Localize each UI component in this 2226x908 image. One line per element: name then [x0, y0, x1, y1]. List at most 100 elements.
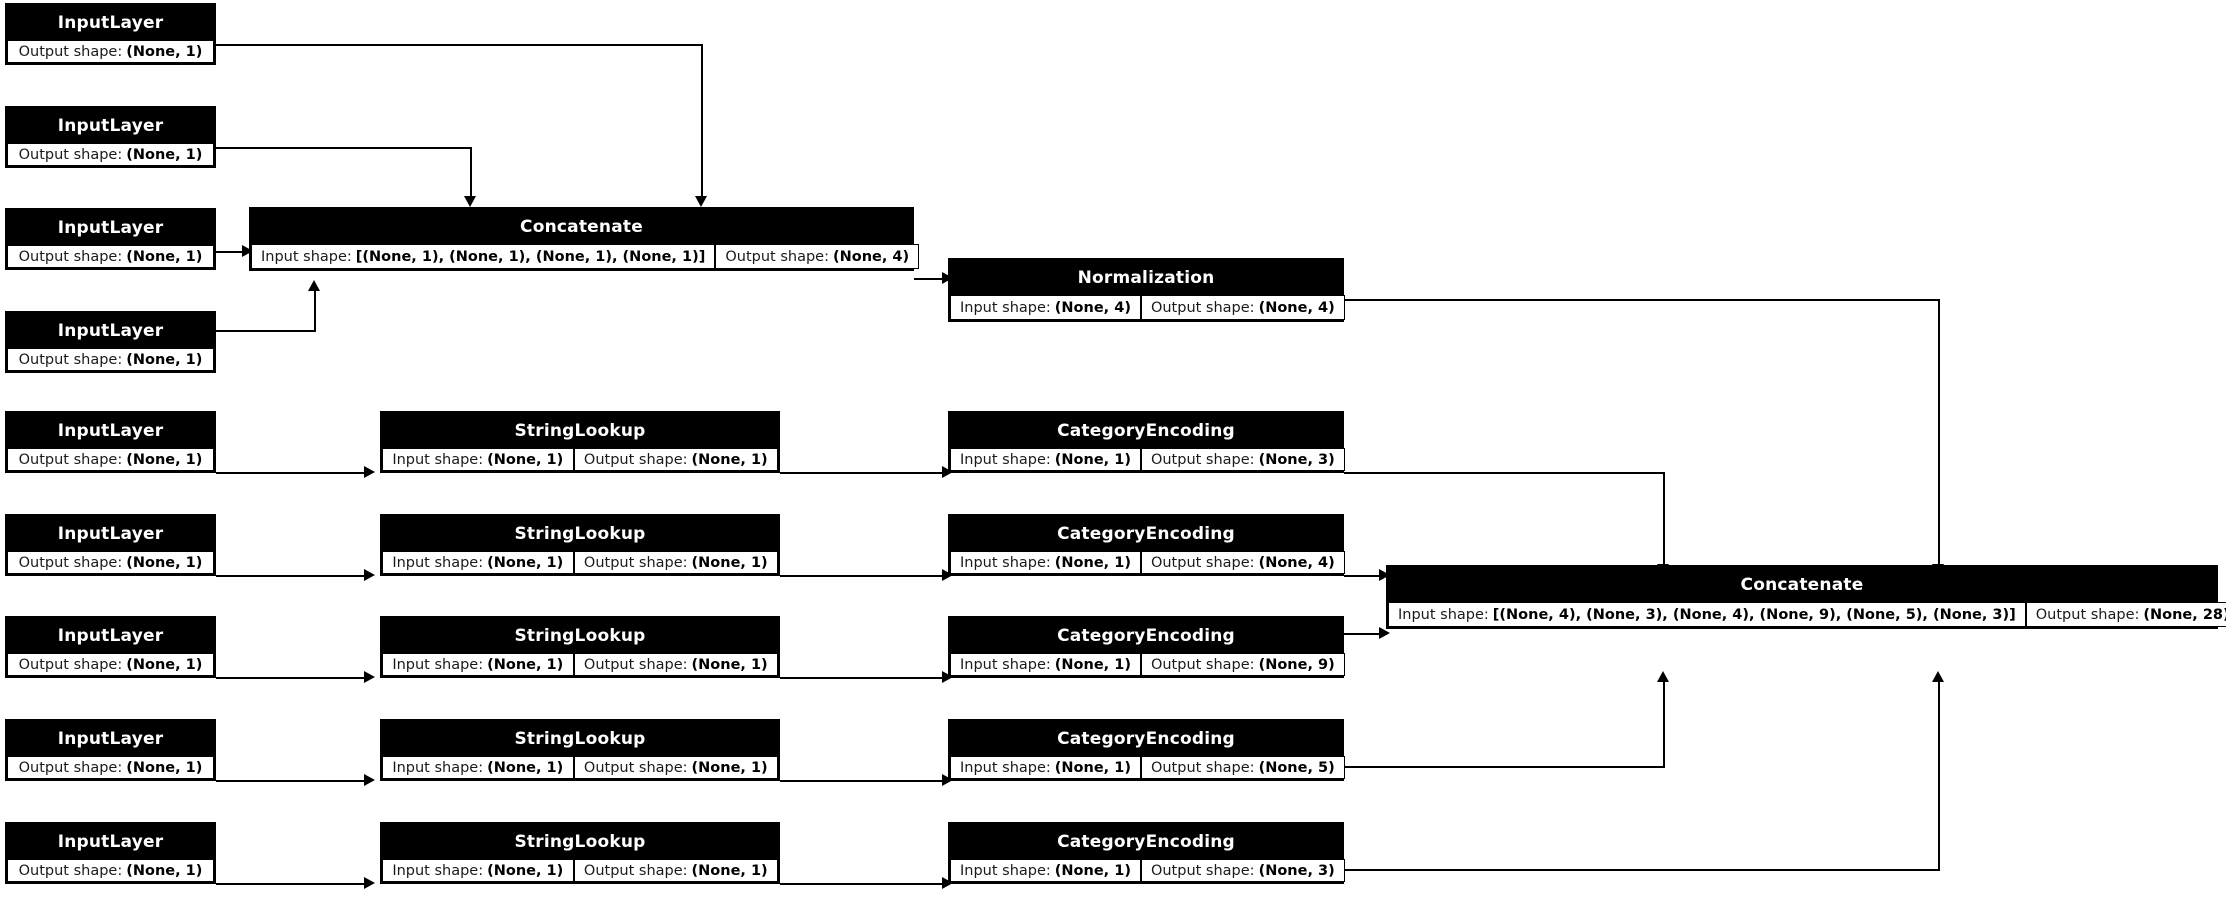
- node-title: CategoryEncoding: [950, 516, 1342, 551]
- output-shape-value: (None, 9): [1258, 656, 1335, 673]
- input-shape-label: Input shape:: [960, 451, 1051, 468]
- output-shape-cell: Output shape:(None, 1): [7, 245, 214, 268]
- node-title: InputLayer: [7, 413, 214, 448]
- arrowhead-row3-lookup: [364, 671, 375, 683]
- input-shape-cell: Input shape:(None, 1): [950, 653, 1141, 676]
- node-input-numeric-1[interactable]: InputLayer Output shape:(None, 1): [5, 3, 216, 65]
- node-body: Input shape:(None, 1) Output shape:(None…: [382, 551, 779, 574]
- arrowhead-row1-encoding: [942, 466, 953, 478]
- arrowhead-input3: [242, 245, 253, 257]
- edge-concat-to-norm: [914, 278, 947, 280]
- output-shape-label: Output shape:: [1150, 759, 1255, 776]
- node-title: InputLayer: [7, 824, 214, 859]
- output-shape-value: (None, 1): [126, 451, 203, 468]
- output-shape-cell: Output shape:(None, 1): [7, 448, 214, 471]
- arrowhead-row5-concat: [1932, 671, 1944, 682]
- input-shape-cell: Input shape:(None, 4): [950, 295, 1141, 320]
- node-categoryencoding-5[interactable]: CategoryEncoding Input shape:(None, 1) O…: [948, 822, 1345, 884]
- input-shape-value: (None, 1): [487, 656, 564, 673]
- edge-row4-input-lookup: [216, 780, 366, 782]
- input-shape-label: Input shape:: [960, 656, 1051, 673]
- edge-row5-input-lookup: [216, 883, 366, 885]
- output-shape-value: (None, 3): [1258, 862, 1335, 879]
- input-shape-value: (None, 1): [487, 862, 564, 879]
- output-shape-cell: Output shape:(None, 1): [7, 551, 214, 574]
- input-shape-cell: Input shape:(None, 1): [950, 756, 1141, 779]
- arrowhead-input1: [695, 196, 707, 207]
- output-shape-label: Output shape:: [18, 146, 123, 163]
- node-title: InputLayer: [7, 721, 214, 756]
- node-input-categorical-3[interactable]: InputLayer Output shape:(None, 1): [5, 616, 216, 678]
- node-input-categorical-1[interactable]: InputLayer Output shape:(None, 1): [5, 411, 216, 473]
- arrowhead-row5-lookup: [364, 877, 375, 889]
- arrowhead-row3-concat: [1379, 627, 1390, 639]
- edge-row2-lookup-encoding: [780, 575, 946, 577]
- node-input-numeric-2[interactable]: InputLayer Output shape:(None, 1): [5, 106, 216, 168]
- output-shape-value: (None, 1): [691, 656, 768, 673]
- node-body: Input shape:[(None, 1), (None, 1), (None…: [251, 244, 920, 269]
- node-stringlookup-4[interactable]: StringLookup Input shape:(None, 1) Outpu…: [380, 719, 780, 781]
- node-title: CategoryEncoding: [950, 413, 1342, 448]
- node-body: Input shape:(None, 1) Output shape:(None…: [950, 551, 1345, 574]
- node-input-categorical-2[interactable]: InputLayer Output shape:(None, 1): [5, 514, 216, 576]
- edge-row3-input-lookup: [216, 677, 366, 679]
- node-title: StringLookup: [382, 721, 778, 756]
- arrowhead-row2-encoding: [942, 569, 953, 581]
- node-title: StringLookup: [382, 824, 778, 859]
- node-input-numeric-4[interactable]: InputLayer Output shape:(None, 1): [5, 311, 216, 373]
- node-title: StringLookup: [382, 516, 778, 551]
- node-title: InputLayer: [7, 5, 214, 40]
- arrowhead-row5-encoding: [942, 877, 953, 889]
- node-title: InputLayer: [7, 313, 214, 348]
- node-concatenate-final[interactable]: Concatenate Input shape:[(None, 4), (Non…: [1386, 565, 2226, 629]
- output-shape-label: Output shape:: [583, 554, 688, 571]
- edge-row1-input-lookup: [216, 472, 366, 474]
- node-stringlookup-2[interactable]: StringLookup Input shape:(None, 1) Outpu…: [380, 514, 780, 576]
- edge-input1-v: [701, 44, 703, 198]
- output-shape-value: (None, 1): [126, 656, 203, 673]
- arrowhead-input2: [464, 196, 476, 207]
- node-categoryencoding-4[interactable]: CategoryEncoding Input shape:(None, 1) O…: [948, 719, 1345, 781]
- node-title: InputLayer: [7, 210, 214, 245]
- output-shape-value: (None, 1): [126, 146, 203, 163]
- node-body: Output shape:(None, 1): [7, 653, 214, 676]
- node-categoryencoding-2[interactable]: CategoryEncoding Input shape:(None, 1) O…: [948, 514, 1345, 576]
- input-shape-value: [(None, 4), (None, 3), (None, 4), (None,…: [1492, 606, 2016, 623]
- node-input-categorical-4[interactable]: InputLayer Output shape:(None, 1): [5, 719, 216, 781]
- output-shape-label: Output shape:: [18, 759, 123, 776]
- node-body: Output shape:(None, 1): [7, 448, 214, 471]
- edge-row4-encoding-v: [1663, 680, 1665, 768]
- edge-input1-h: [216, 44, 703, 46]
- input-shape-label: Input shape:: [960, 554, 1051, 571]
- node-input-categorical-5[interactable]: InputLayer Output shape:(None, 1): [5, 822, 216, 884]
- input-shape-cell: Input shape:(None, 1): [950, 551, 1141, 574]
- output-shape-cell: Output shape:(None, 1): [573, 551, 779, 574]
- output-shape-cell: Output shape:(None, 1): [573, 859, 779, 882]
- node-body: Input shape:(None, 1) Output shape:(None…: [382, 448, 779, 471]
- input-shape-value: (None, 1): [1054, 759, 1131, 776]
- node-categoryencoding-1[interactable]: CategoryEncoding Input shape:(None, 1) O…: [948, 411, 1345, 473]
- input-shape-label: Input shape:: [960, 862, 1051, 879]
- edge-input4-v: [314, 289, 316, 332]
- node-input-numeric-3[interactable]: InputLayer Output shape:(None, 1): [5, 208, 216, 270]
- node-title: CategoryEncoding: [950, 618, 1342, 653]
- output-shape-cell: Output shape:(None, 4): [1140, 551, 1345, 574]
- output-shape-cell: Output shape:(None, 3): [1140, 448, 1345, 471]
- output-shape-value: (None, 5): [1258, 759, 1335, 776]
- node-body: Output shape:(None, 1): [7, 143, 214, 166]
- input-shape-cell: Input shape:[(None, 4), (None, 3), (None…: [1388, 602, 2026, 627]
- input-shape-value: (None, 1): [487, 554, 564, 571]
- input-shape-label: Input shape:: [960, 299, 1051, 316]
- node-categoryencoding-3[interactable]: CategoryEncoding Input shape:(None, 1) O…: [948, 616, 1345, 678]
- edge-input2-h: [216, 147, 472, 149]
- output-shape-cell: Output shape:(None, 3): [1140, 859, 1345, 882]
- node-concatenate-numeric[interactable]: Concatenate Input shape:[(None, 1), (Non…: [249, 207, 920, 271]
- output-shape-label: Output shape:: [18, 451, 123, 468]
- output-shape-value: (None, 1): [691, 451, 768, 468]
- node-body: Input shape:(None, 1) Output shape:(None…: [950, 756, 1345, 779]
- node-stringlookup-1[interactable]: StringLookup Input shape:(None, 1) Outpu…: [380, 411, 780, 473]
- node-stringlookup-5[interactable]: StringLookup Input shape:(None, 1) Outpu…: [380, 822, 780, 884]
- node-normalization[interactable]: Normalization Input shape:(None, 4) Outp…: [948, 258, 1345, 322]
- node-stringlookup-3[interactable]: StringLookup Input shape:(None, 1) Outpu…: [380, 616, 780, 678]
